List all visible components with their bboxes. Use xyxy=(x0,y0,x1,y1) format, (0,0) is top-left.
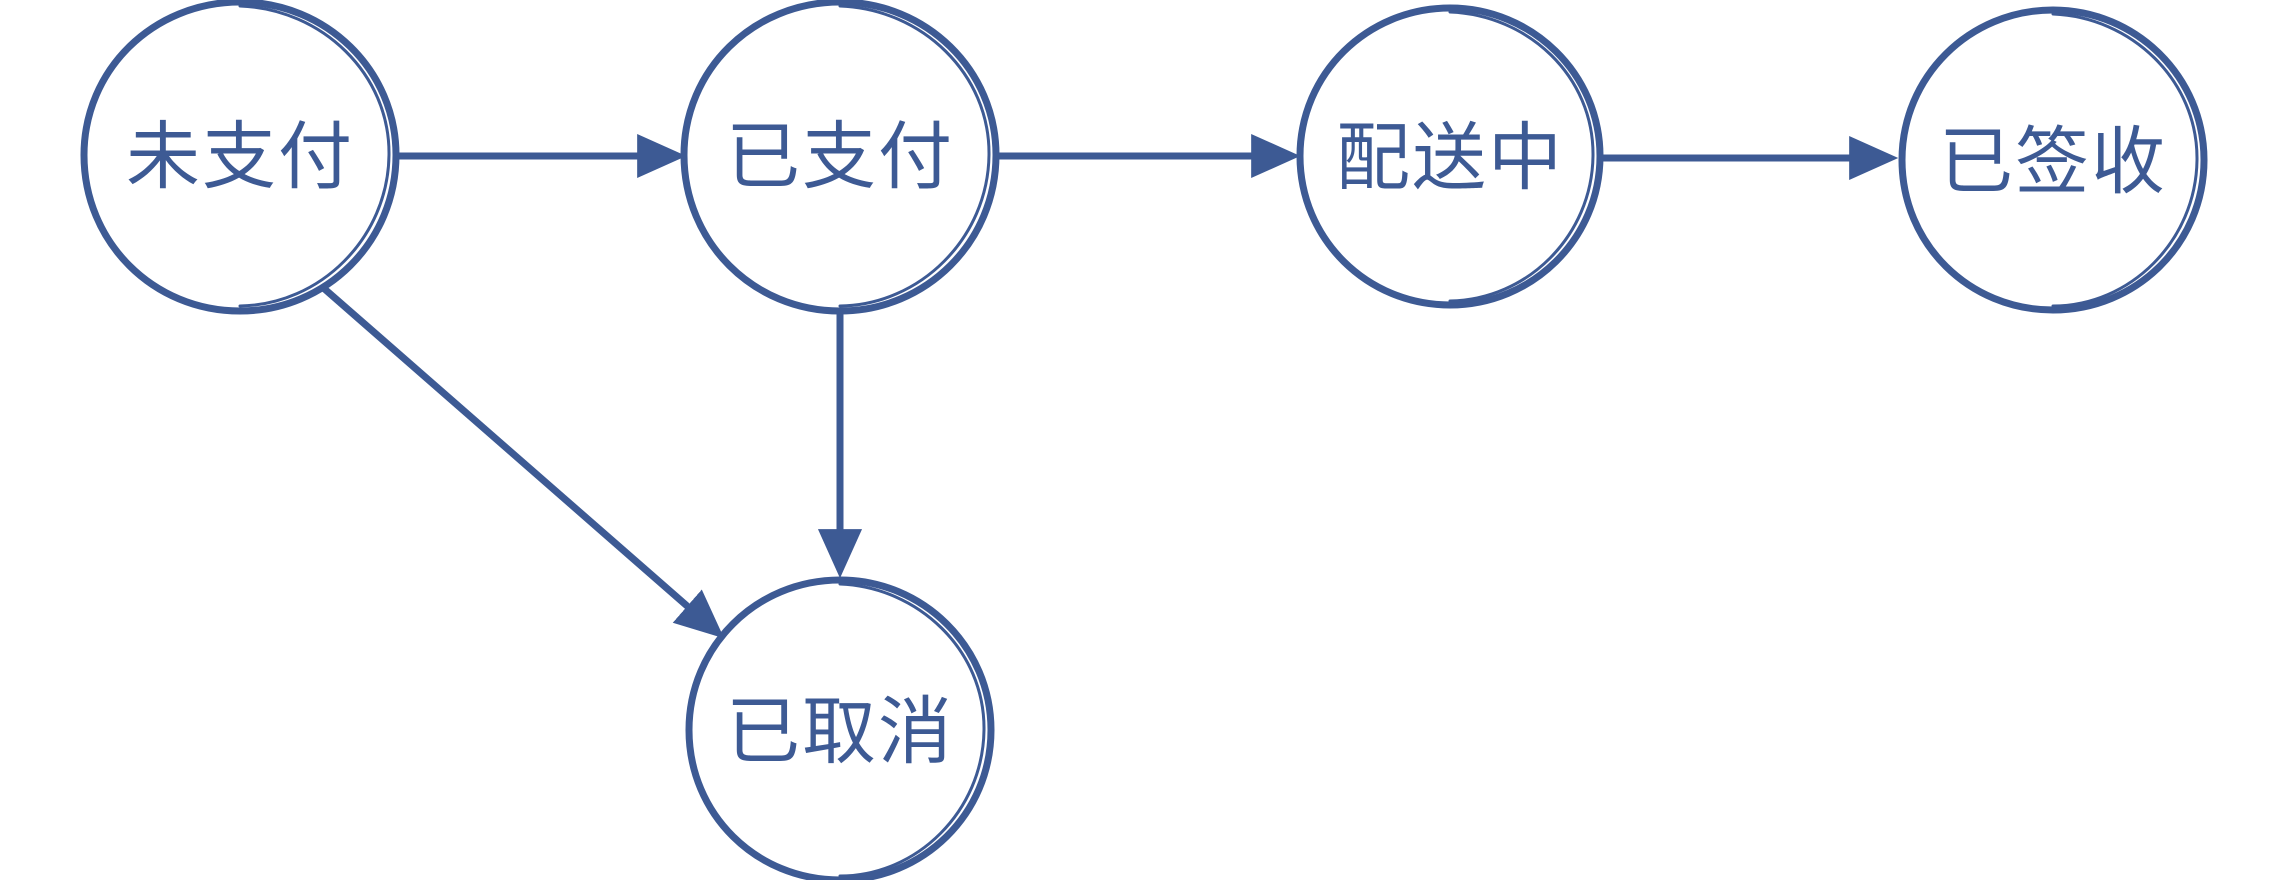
node-label-cancelled: 已取消 xyxy=(726,689,954,775)
nodes-layer: 未支付 已支付 配送中 已签收 xyxy=(80,0,2208,880)
node-cancelled[interactable]: 已取消 xyxy=(685,576,995,880)
node-label-shipping: 配送中 xyxy=(1336,115,1564,201)
node-paid[interactable]: 已支付 xyxy=(680,0,1000,315)
node-unpaid[interactable]: 未支付 xyxy=(80,0,400,315)
node-shipping[interactable]: 配送中 xyxy=(1296,4,1604,309)
edge-unpaid-to-cancelled xyxy=(309,275,725,639)
edges-layer xyxy=(309,133,1899,639)
node-label-paid: 已支付 xyxy=(726,114,954,200)
node-received[interactable]: 已签收 xyxy=(1898,6,2208,314)
node-label-received: 已签收 xyxy=(1939,119,2167,205)
node-label-unpaid: 未支付 xyxy=(126,114,354,200)
